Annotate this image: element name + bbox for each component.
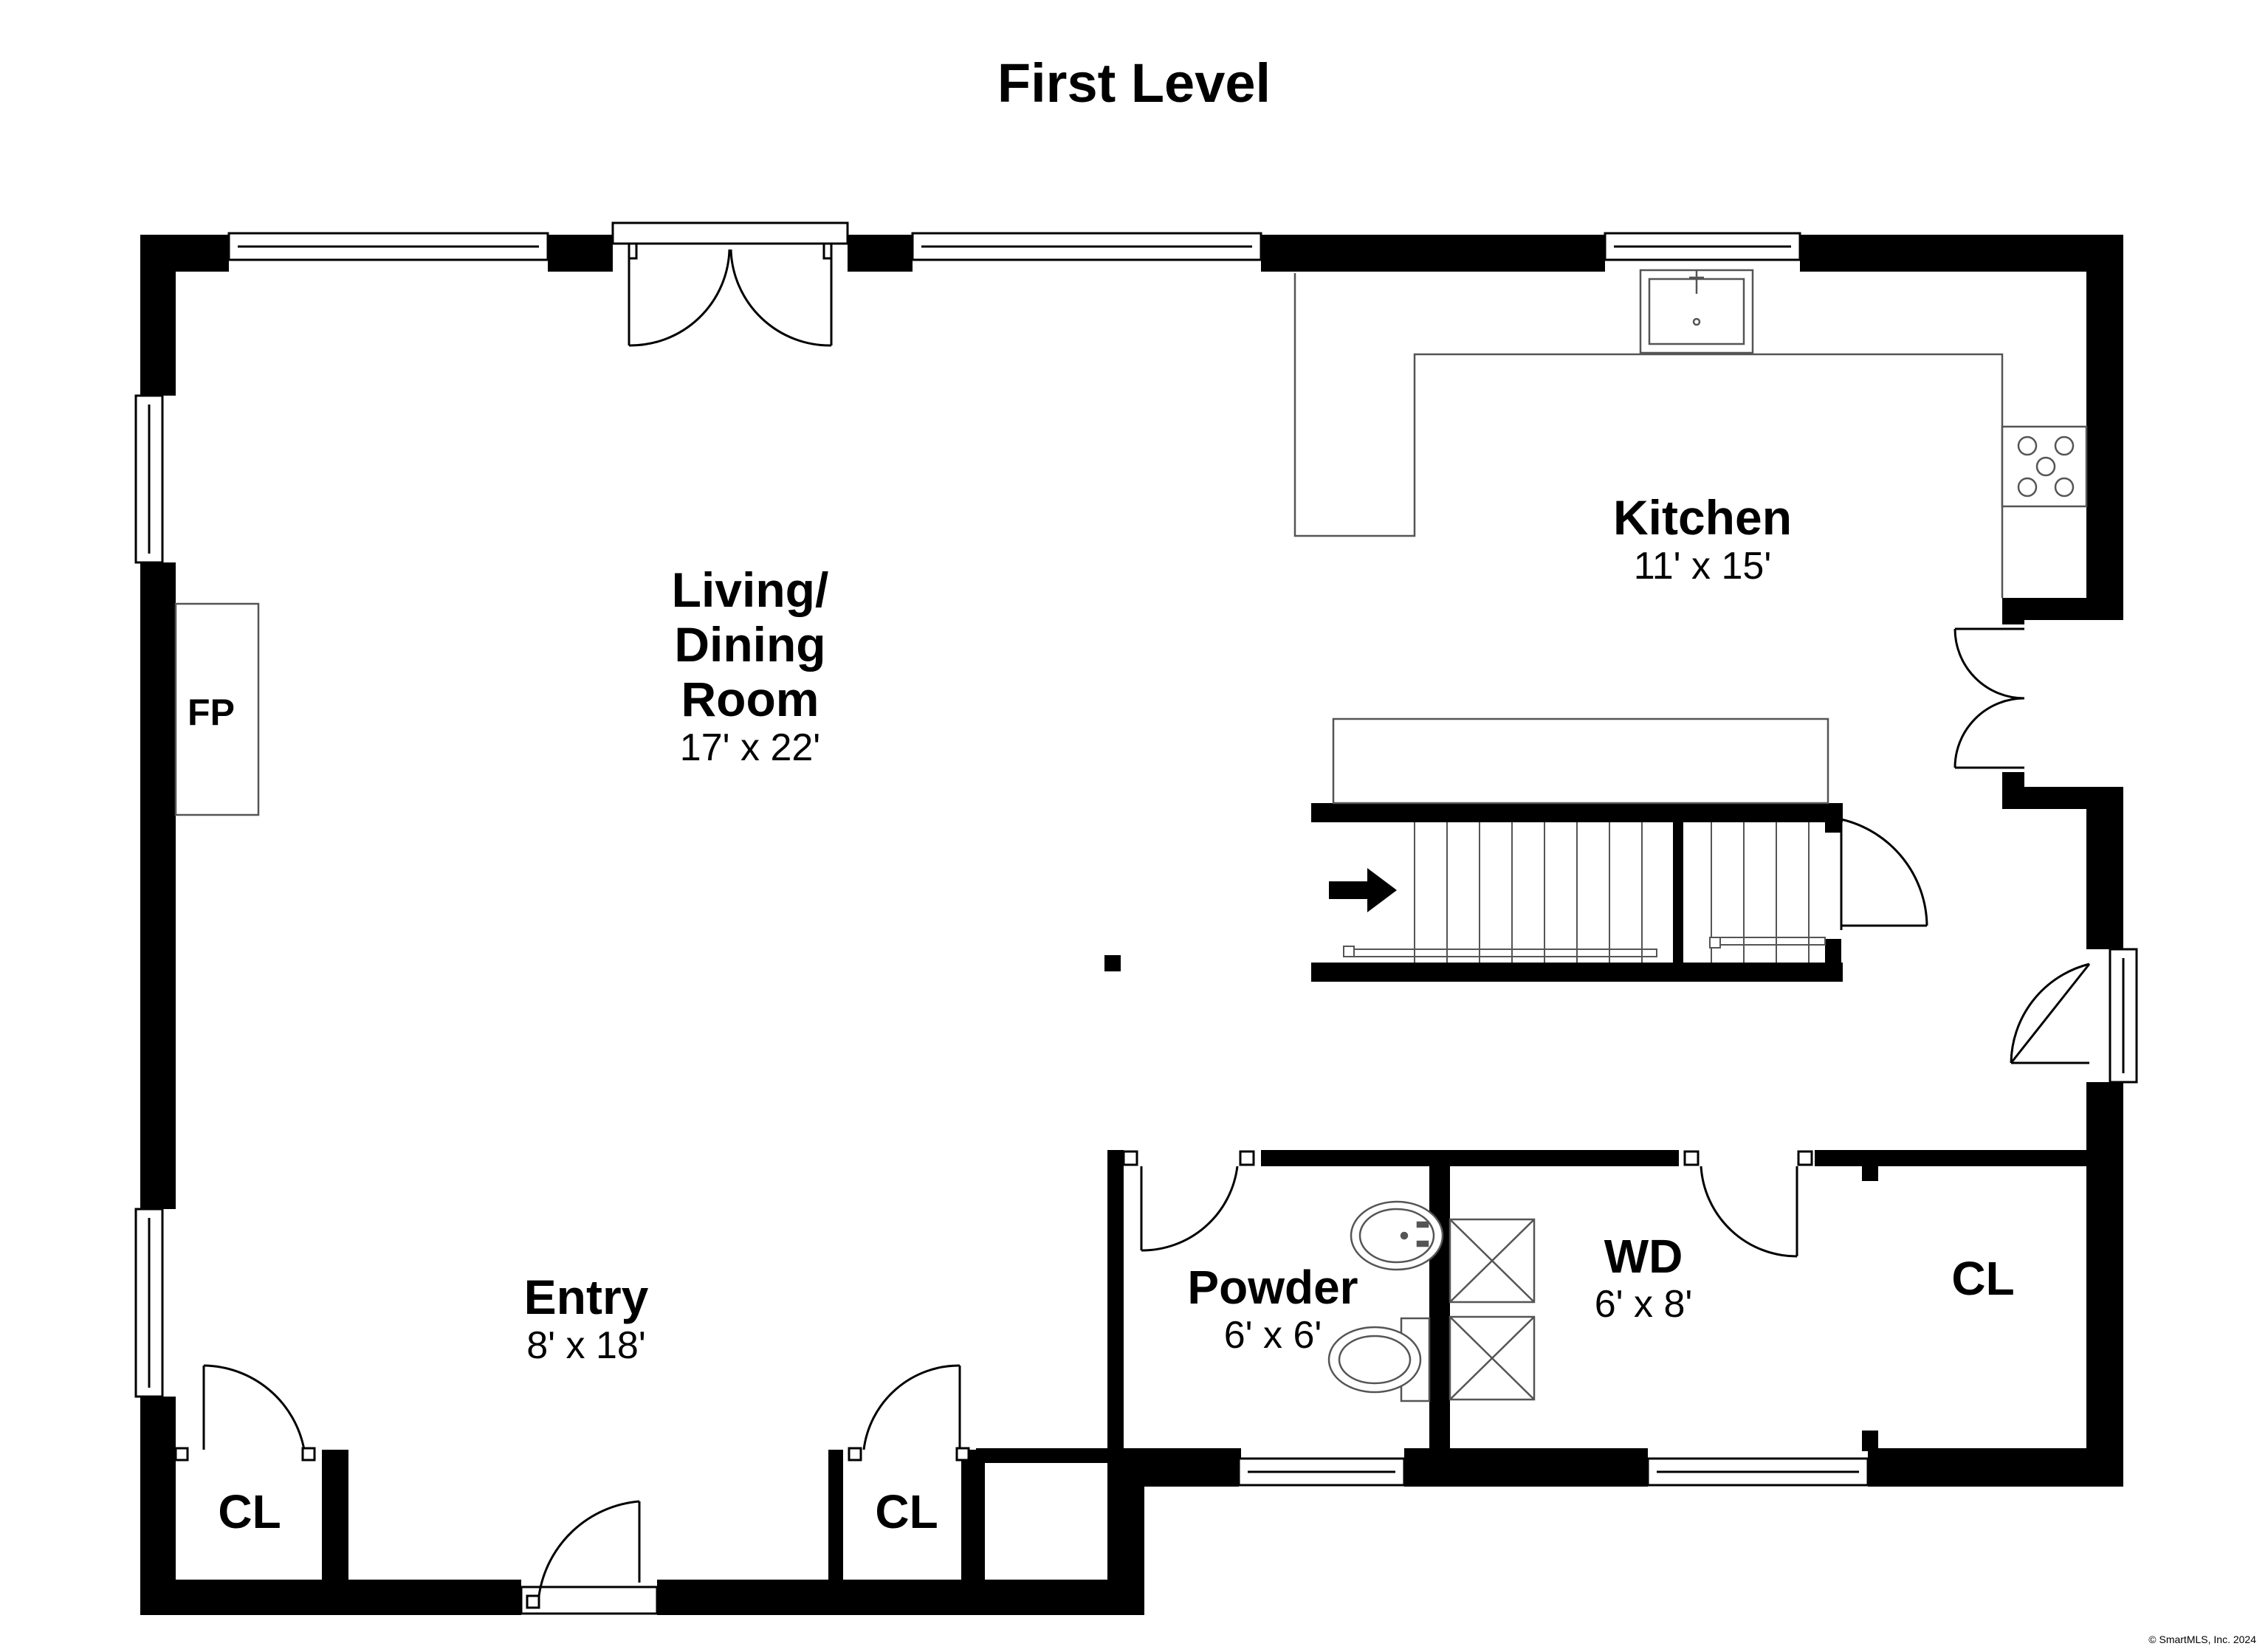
powder-room-label: Powder (1187, 1261, 1358, 1314)
entry-door (520, 1586, 659, 1615)
living-room-dimensions: 17' x 22' (680, 726, 820, 769)
entry-label: Entry (524, 1270, 649, 1324)
french-door-frame (611, 221, 849, 245)
kitchen-fixtures (1293, 269, 2088, 805)
fireplace-label: FP (188, 692, 235, 733)
entry-dimensions: 8' x 18' (526, 1324, 646, 1367)
stairs (1343, 822, 1826, 963)
kitchen-dimensions: 11' x 15' (1634, 545, 1772, 588)
wd-room-dimensions: 6' x 8' (1595, 1283, 1693, 1326)
exterior-walls (140, 235, 2123, 1615)
interior-walls (176, 803, 2086, 1590)
doors (174, 221, 2091, 1615)
closet-label-middle: CL (875, 1485, 938, 1538)
closet-label-right: CL (1951, 1252, 2014, 1305)
copyright-text: © SmartMLS, Inc. 2024 (2148, 1633, 2256, 1645)
kitchen-counter (1293, 273, 2004, 598)
powder-room-dimensions: 6' x 6' (1224, 1314, 1322, 1357)
living-room-label-line2: Dining (674, 617, 825, 672)
living-room-label-line3: Room (681, 672, 819, 726)
kitchen-label: Kitchen (1613, 490, 1792, 545)
plan-title: First Level (997, 52, 1271, 114)
room-labels: Living/ Dining Room 17' x 22' Kitchen 11… (188, 490, 2015, 1538)
range (2001, 425, 2088, 508)
wd-room-label: WD (1604, 1230, 1683, 1283)
living-room-label-line1: Living/ (672, 562, 829, 617)
closet-label-left: CL (218, 1485, 281, 1538)
powder-fixtures (1327, 1200, 1444, 1402)
stair-direction-arrow-icon (1329, 868, 1397, 912)
fireplace (174, 602, 260, 816)
windows (134, 232, 2138, 1487)
kitchen-island (1332, 717, 1829, 805)
washer-dryer (1449, 1218, 1536, 1401)
